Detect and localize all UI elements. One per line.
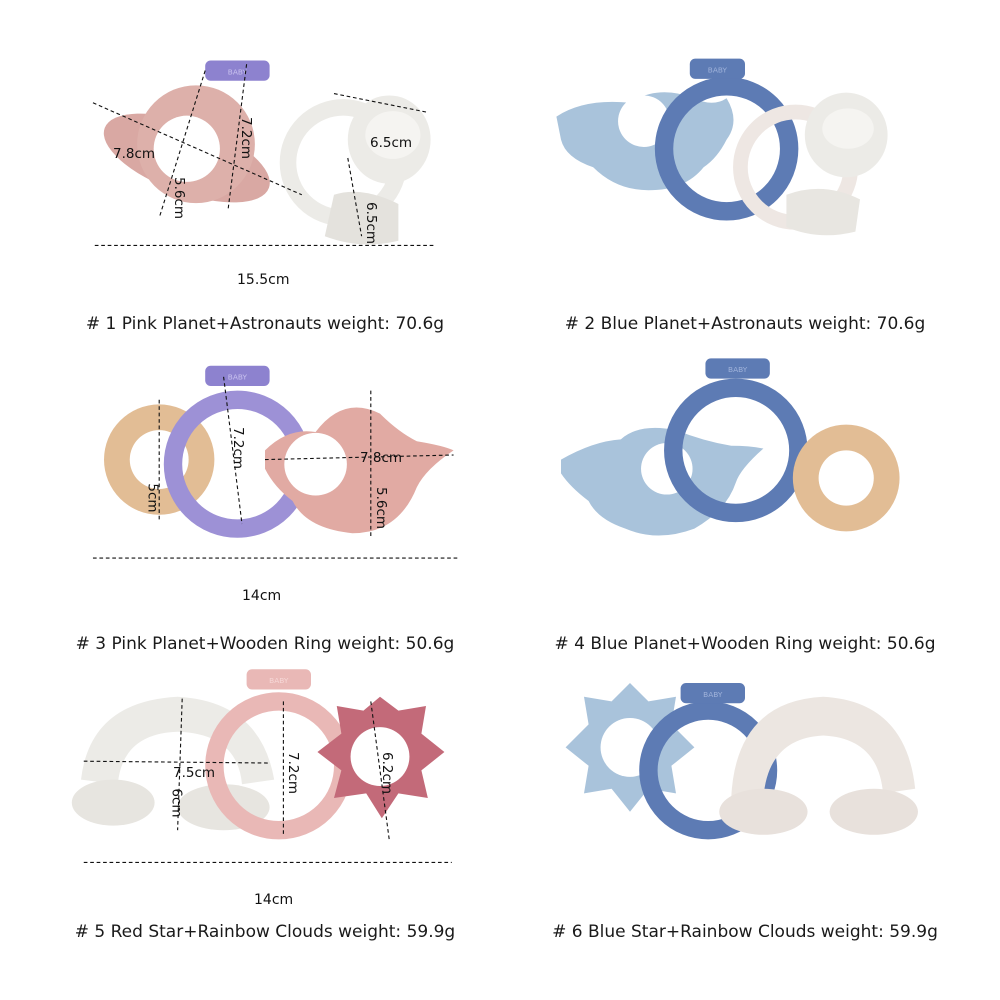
dim-planet-height-label: 5.6cm [373,486,390,530]
total-length-label: 14cm [242,588,282,604]
dim-rainbow-height-label: 6cm [168,788,185,818]
variant-6-caption: # 6 Blue Star+Rainbow Clouds weight: 59.… [552,922,938,942]
variant-2-caption: # 2 Blue Planet+Astronauts weight: 70.6g [564,314,926,334]
variant-4-caption: # 4 Blue Planet+Wooden Ring weight: 50.6… [554,634,936,654]
variant-4-teether-illustration: BABY [561,358,900,536]
dim-rainbow-width-label: 7.5cm [173,765,216,781]
variant-3-teether-illustration: BABY [92,365,459,559]
dim-ring-label: 7.2cm [285,751,302,795]
dim-star-height-label: 6.2cm [379,751,396,795]
dim-ring-label: 7.2cm [230,426,247,470]
variant-1-caption: # 1 Pink Planet+Astronauts weight: 70.6g [85,314,445,334]
variant-5-panel: BABY 7.5cm 6cm 7.2cm 6.2cm 14cm # 5 Red … [30,660,500,942]
svg-text:BABY: BABY [228,373,248,382]
dim-ring-label: 7.2cm [238,116,255,160]
svg-text:BABY: BABY [269,676,289,685]
variant-1-teether-illustration: BABY [92,60,436,246]
dim-astronaut-height-label: 6.5cm [363,201,380,245]
dim-planet-width-label: 7.8cm [360,450,403,466]
total-length-label: 15.5cm [237,272,290,288]
variant-5-caption: # 5 Red Star+Rainbow Clouds weight: 59.9… [74,922,456,942]
svg-text:BABY: BABY [708,65,728,74]
variant-1-panel: BABY 7.8cm 5.6cm 7.2cm 6.5cm 6.5cm 15.5c… [30,20,500,334]
variant-3-caption: # 3 Pink Planet+Wooden Ring weight: 50.6… [75,634,455,654]
svg-text:BABY: BABY [703,690,723,699]
dim-wood-ring-label: 5cm [144,483,161,513]
variant-2-teether-illustration: BABY [556,58,888,236]
dim-astronaut-width-label: 6.5cm [370,135,413,151]
variant-6-teether-illustration: BABY [565,683,918,840]
svg-text:BABY: BABY [228,67,248,76]
variant-5-teether-illustration: BABY [71,669,452,863]
variant-2-panel: BABY # 2 Blue Planet+Astronauts weight: … [510,20,980,334]
variant-6-panel: BABY # 6 Blue Star+Rainbow Clouds weight… [510,660,980,942]
dim-width-label: 7.8cm [113,146,156,162]
variant-4-panel: BABY # 4 Blue Planet+Wooden Ring weight:… [510,340,980,654]
dim-height-label: 5.6cm [171,176,188,220]
total-length-label: 14cm [254,892,294,908]
svg-text:BABY: BABY [728,365,748,374]
variant-3-panel: BABY 5cm 7.2cm 7.8cm 5.6cm 14cm # 3 Pink… [30,340,500,654]
